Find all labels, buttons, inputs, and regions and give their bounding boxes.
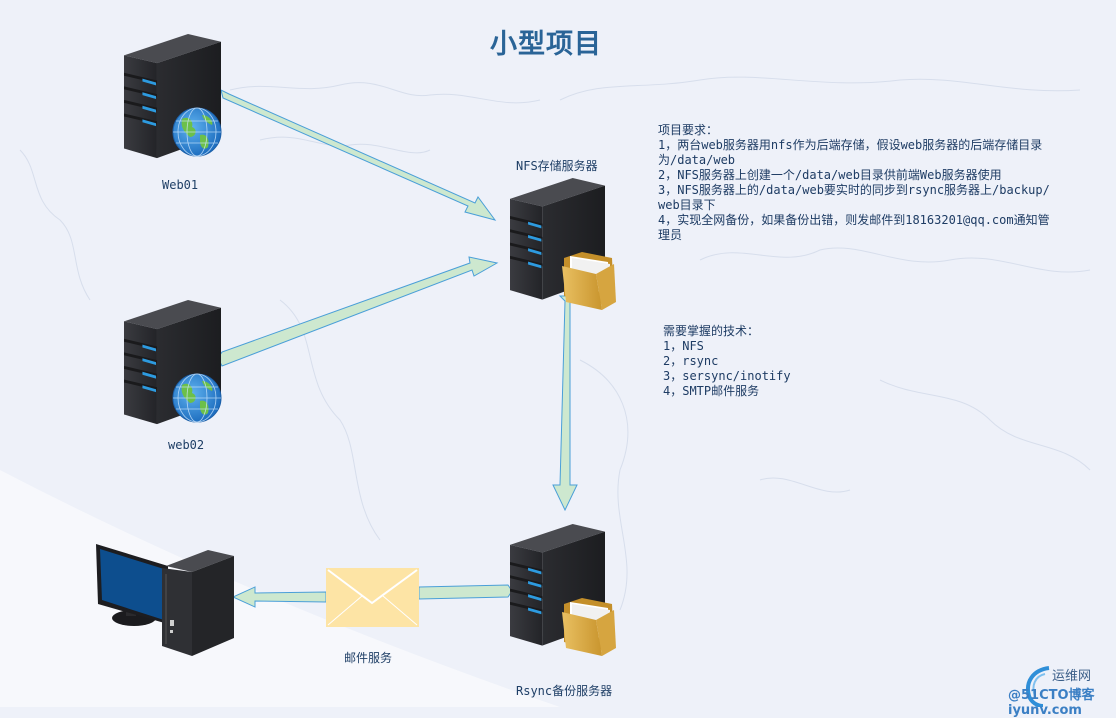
arrow-rsync-to-mail	[418, 584, 513, 600]
arrow-mail-to-admin	[231, 586, 327, 608]
skills-line: 4，SMTP邮件服务	[663, 384, 760, 398]
web02-server-icon[interactable]	[124, 300, 234, 430]
envelope-icon[interactable]	[326, 568, 419, 627]
skills-heading: 需要掌握的技术：	[663, 324, 760, 338]
requirements-line: 3，NFS服务器上的/data/web要实时的同步到rsync服务器上/back…	[658, 183, 1050, 197]
skills-line: 1，NFS	[663, 339, 704, 353]
requirements-line: 4，实现全网备份，如果备份出错，则发邮件到18163201@qq.com通知管	[658, 213, 1050, 227]
web01-server-icon[interactable]	[124, 34, 234, 164]
requirements-heading: 项目要求：	[658, 123, 719, 137]
watermark-site-url: @51CTO博客 iyunv.com	[1008, 688, 1095, 718]
requirements-line: 为/data/web	[658, 153, 736, 167]
requirements-line: 2，NFS服务器上创建一个/data/web目录供前端Web服务器使用	[658, 168, 1002, 182]
diagram-title: 小型项目	[490, 29, 602, 60]
rsync-server-icon[interactable]	[510, 524, 620, 659]
skills-line: 3，sersync/inotify	[663, 369, 791, 383]
web01-label: Web01	[162, 178, 199, 192]
skills-block: 需要掌握的技术： 1，NFS 2，rsync 3，sersync/inotify…	[663, 324, 791, 399]
nfs-server-label: NFS存储服务器	[516, 159, 598, 173]
skills-line: 2，rsync	[663, 354, 719, 368]
rsync-server-label: Rsync备份服务器	[516, 684, 613, 698]
arrow-web01-to-nfs	[220, 89, 497, 221]
watermark-logo-icon	[1026, 666, 1050, 707]
arrow-web02-to-nfs	[217, 256, 499, 367]
requirements-line: 1，两台web服务器用nfs作为后端存储，假设web服务器的后端存储目录	[658, 138, 1043, 152]
web02-label: web02	[168, 438, 205, 452]
requirements-block: 项目要求： 1，两台web服务器用nfs作为后端存储，假设web服务器的后端存储…	[658, 123, 1050, 243]
mail-service-label: 邮件服务	[344, 651, 393, 665]
arrow-nfs-to-rsync	[552, 295, 578, 512]
requirements-line: web目录下	[658, 198, 716, 212]
desktop-computer-icon[interactable]	[96, 542, 238, 660]
requirements-line: 理员	[658, 228, 683, 242]
watermark-site-name: 运维网	[1052, 669, 1092, 684]
nfs-server-icon[interactable]	[510, 178, 620, 313]
